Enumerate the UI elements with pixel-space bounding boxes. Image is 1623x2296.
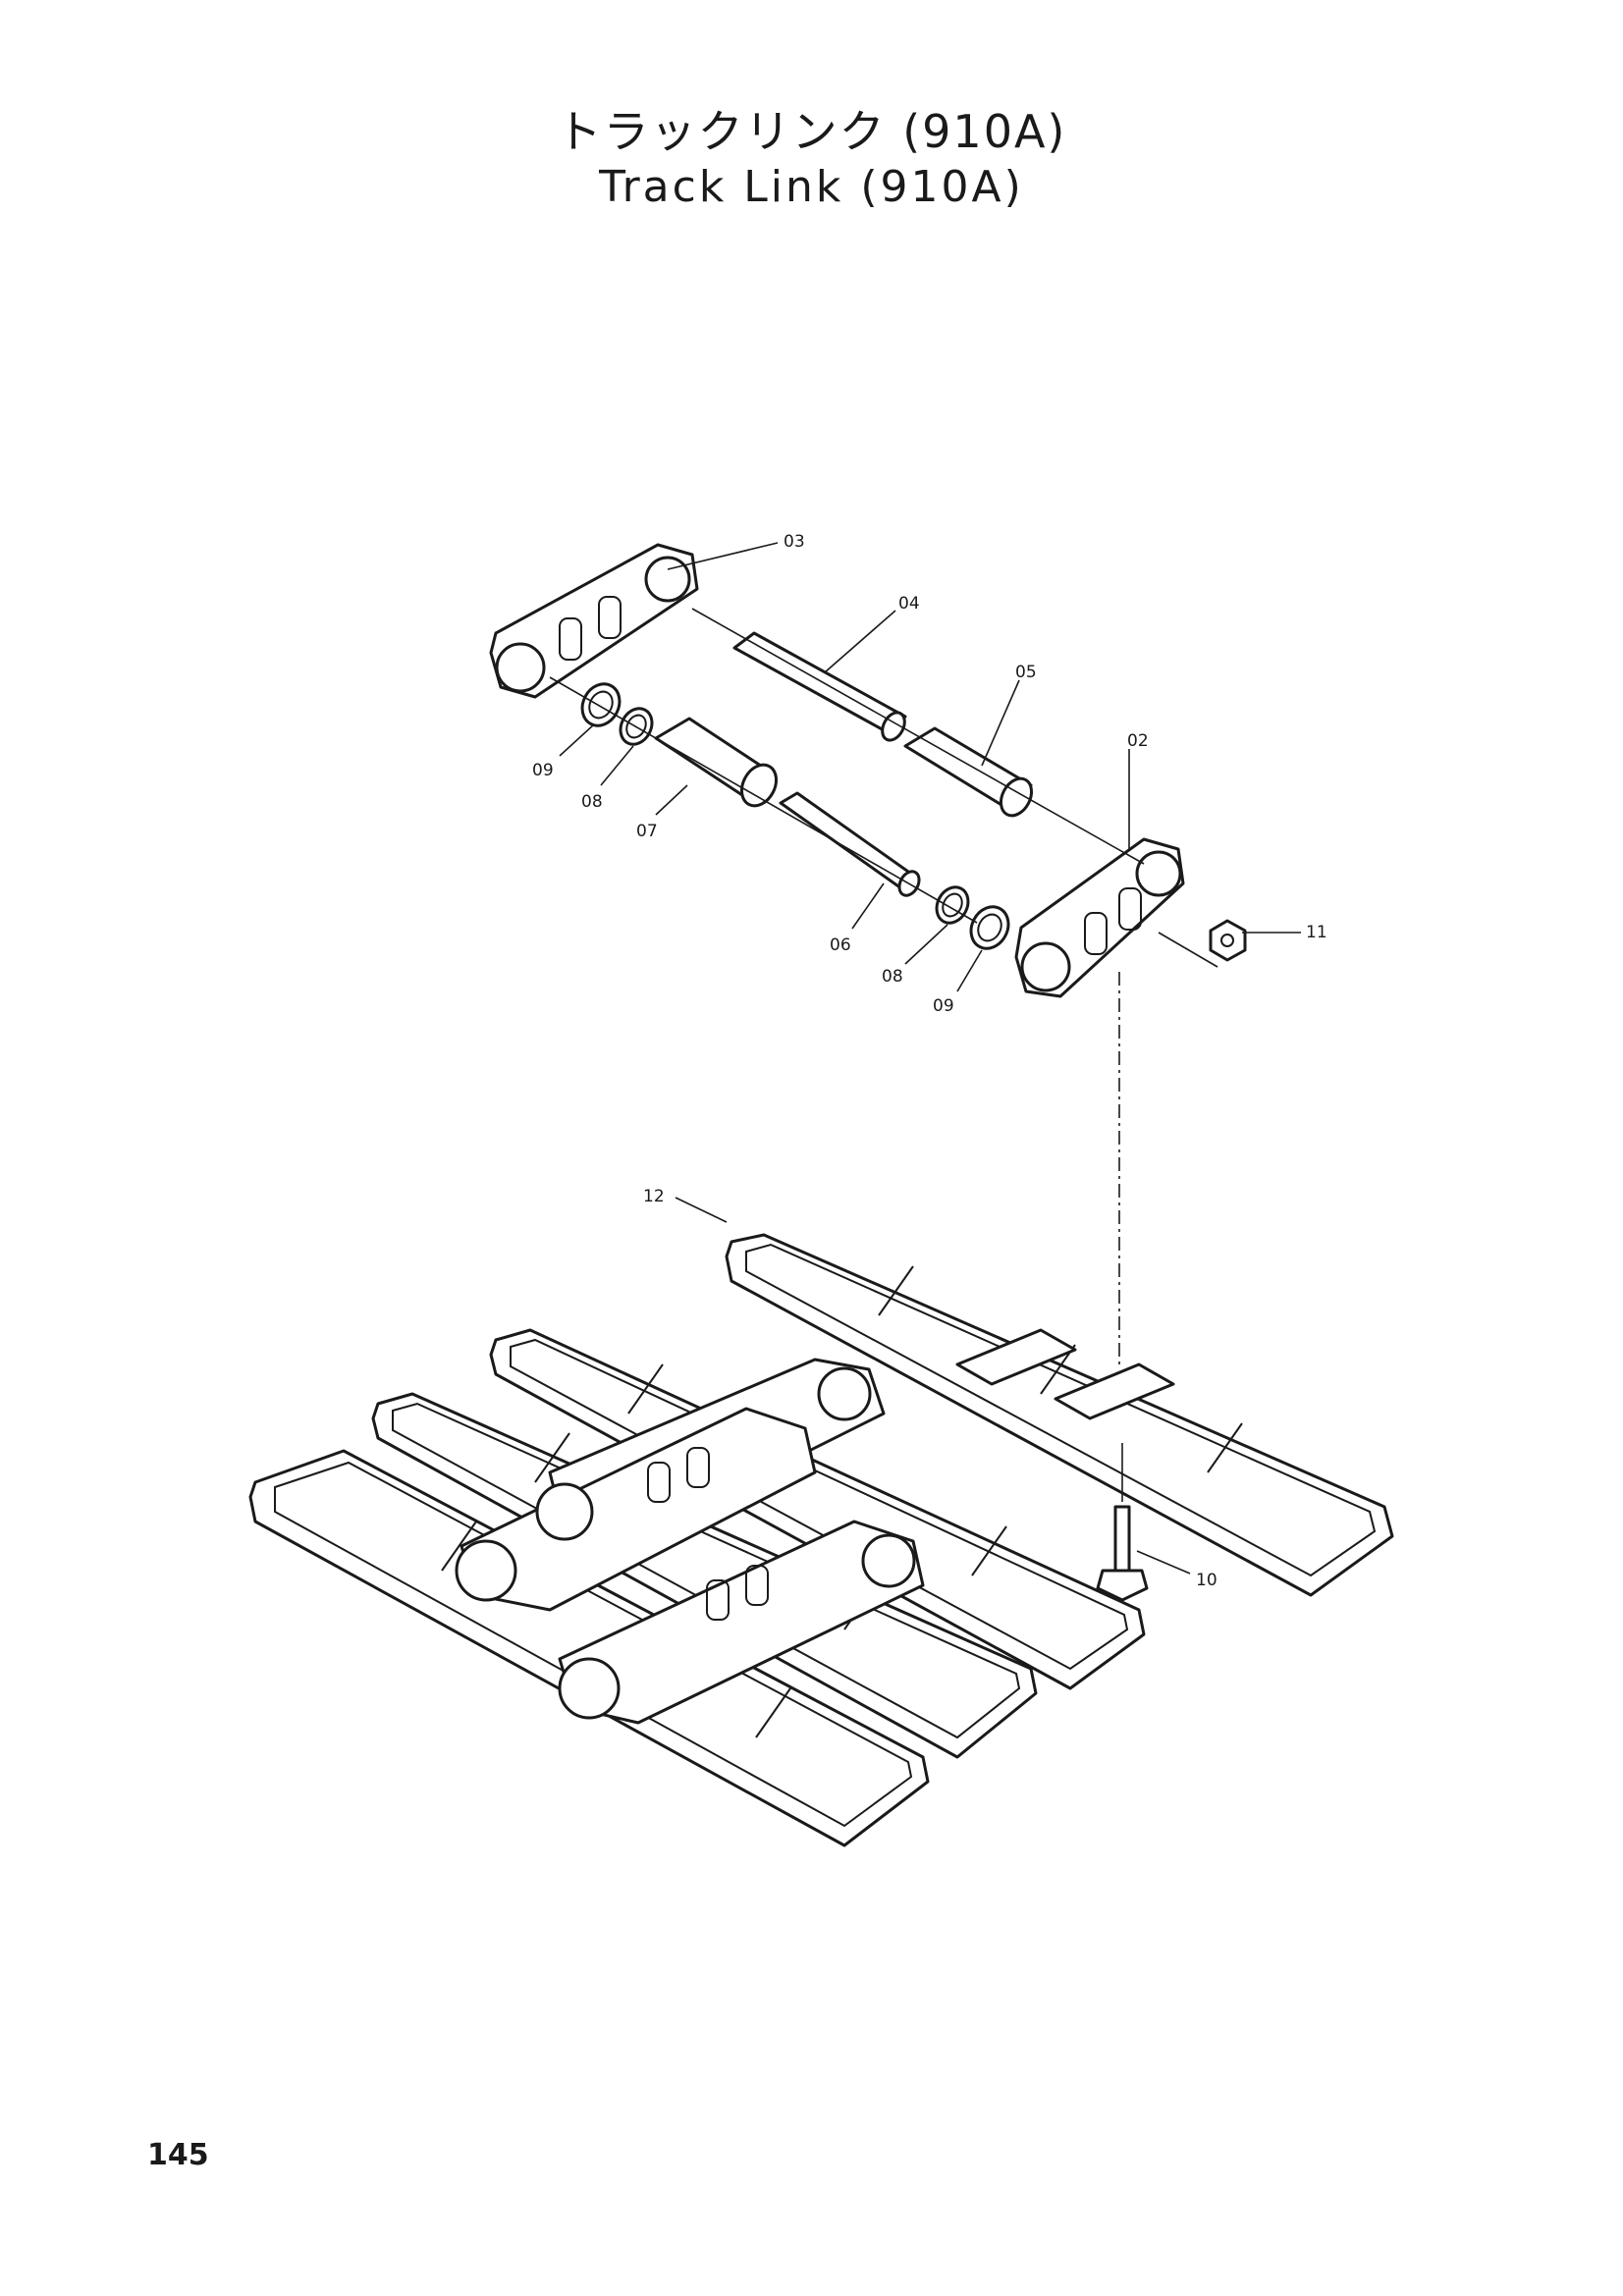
callout-09-right: 09 — [933, 996, 954, 1016]
pin-04 — [732, 631, 907, 742]
callout-07: 07 — [636, 822, 658, 841]
track-shoe-middle-front — [371, 1392, 1038, 1759]
track-link-02 — [1014, 837, 1185, 998]
callout-12: 12 — [643, 1187, 665, 1206]
callout-03: 03 — [784, 532, 805, 552]
callout-05: 05 — [1015, 663, 1037, 682]
callout-leaders — [559, 542, 1301, 1575]
bushing-07 — [654, 717, 779, 808]
callout-02: 02 — [1127, 731, 1149, 751]
track-shoe-12 — [725, 1233, 1394, 1597]
page-number: 145 — [147, 2138, 209, 2172]
bushing-05 — [903, 726, 1034, 818]
track-shoe-middle-back — [489, 1328, 1146, 1690]
assembled-link-chain — [455, 1358, 925, 1725]
callout-06: 06 — [830, 935, 851, 955]
callout-10: 10 — [1196, 1571, 1217, 1590]
page-title-english: Track Link (910A) — [599, 162, 1024, 212]
seal-rings — [580, 682, 1010, 950]
callout-04: 04 — [898, 594, 920, 614]
bolt-10 — [1096, 1505, 1149, 1602]
track-link-03 — [489, 543, 699, 699]
callout-08-left: 08 — [581, 792, 603, 812]
assembly-lines — [549, 608, 1218, 1502]
callout-11: 11 — [1306, 923, 1327, 942]
page-title-japanese: トラックリンク (910A) — [556, 105, 1067, 158]
pin-06 — [779, 791, 921, 897]
callout-08-right: 08 — [882, 967, 903, 987]
nut-11 — [1209, 919, 1247, 962]
callout-09-left: 09 — [532, 761, 554, 780]
